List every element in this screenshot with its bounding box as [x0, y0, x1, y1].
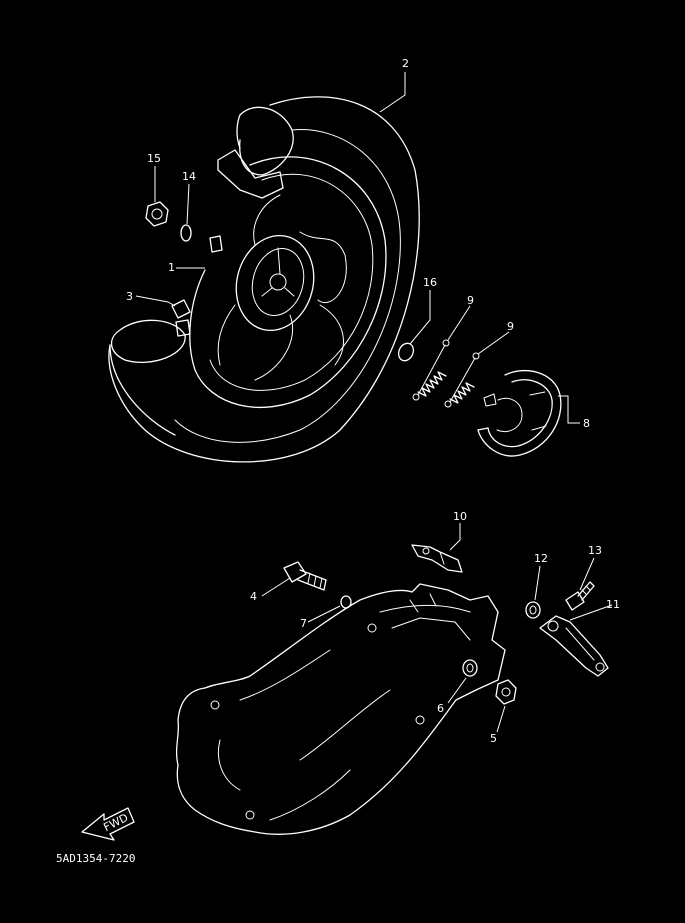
callout-11: 11 [606, 598, 620, 611]
callout-8: 8 [583, 417, 590, 430]
leader-lines [135, 72, 613, 733]
bolt-part-4 [283, 561, 327, 591]
brake-cam-part-10 [411, 544, 463, 573]
callout-9-left: 9 [467, 294, 474, 307]
callout-10: 10 [453, 510, 467, 523]
brake-arm-part-11 [539, 615, 609, 677]
washer-part-12 [525, 601, 541, 619]
spring-part-9-right [444, 352, 480, 408]
callout-13: 13 [588, 544, 602, 557]
spring-part-9-left [412, 339, 450, 401]
callout-16: 16 [423, 276, 437, 289]
washer-part-14 [180, 224, 192, 242]
callout-2: 2 [402, 57, 409, 70]
callout-14: 14 [182, 170, 196, 183]
washer-part-16 [397, 342, 415, 362]
nut-part-5 [495, 679, 517, 705]
transmission-case [175, 583, 506, 835]
diagram-code: 5AD1354-7220 [56, 852, 135, 865]
washer-part-6 [462, 659, 478, 677]
callout-9-right: 9 [507, 320, 514, 333]
callout-4: 4 [250, 590, 257, 603]
callout-15: 15 [147, 152, 161, 165]
nut-part-15 [145, 201, 169, 227]
callout-12: 12 [534, 552, 548, 565]
wheel-part-1 [171, 156, 387, 408]
callout-3: 3 [126, 290, 133, 303]
callout-5: 5 [490, 732, 497, 745]
tire-part-2 [108, 96, 420, 463]
brake-shoe-part-8 [477, 369, 562, 457]
callout-6: 6 [437, 702, 444, 715]
callout-7: 7 [300, 617, 307, 630]
callout-1: 1 [168, 261, 175, 274]
bolt-part-13 [565, 581, 595, 611]
